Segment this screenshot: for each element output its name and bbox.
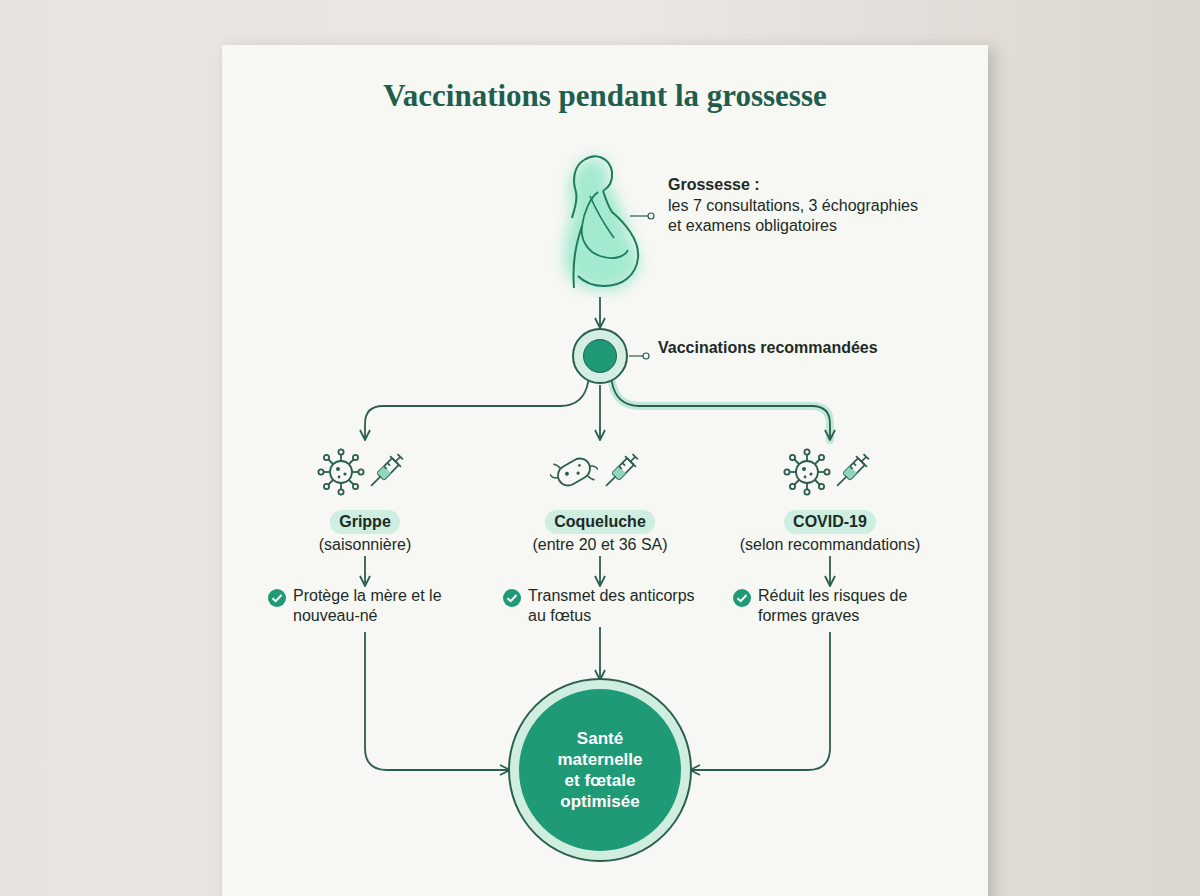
connector-arrow bbox=[599, 385, 601, 440]
vaccine-note: (saisonnière) bbox=[230, 535, 500, 555]
benefit-text: Réduit les risques de formes graves bbox=[758, 586, 928, 626]
check-icon bbox=[267, 588, 287, 608]
leader-dot bbox=[643, 353, 649, 359]
benefit-node: Protège la mère et le nouveau-né bbox=[260, 586, 470, 626]
vaccine-note: (selon recommandations) bbox=[695, 535, 965, 555]
node-heading: Grossesse : bbox=[668, 176, 760, 194]
hub-label: Vaccinations recommandées bbox=[658, 338, 878, 357]
benefit-text: Protège la mère et le nouveau-né bbox=[293, 586, 463, 626]
benefit-node: Transmet des anticorps au fœtus bbox=[495, 586, 705, 626]
connector-arrow bbox=[612, 381, 830, 440]
virus-icon bbox=[318, 449, 363, 494]
benefit-node: Réduit les risques de formes graves bbox=[725, 586, 935, 626]
connector-arrow bbox=[599, 627, 601, 680]
pregnant-woman bbox=[564, 156, 638, 290]
vaccine-pill: Grippe bbox=[330, 510, 400, 534]
leader-line bbox=[629, 355, 643, 356]
vac-node: Coqueluche(entre 20 et 36 SA) bbox=[465, 440, 735, 555]
goal-text: Santé maternelle et fœtale optimisée bbox=[550, 728, 650, 812]
syringe-icon bbox=[366, 451, 406, 491]
connector-arrow bbox=[364, 556, 366, 586]
leader-line bbox=[630, 215, 648, 216]
connector-arrow bbox=[365, 632, 510, 770]
connector-arrow bbox=[829, 556, 831, 586]
syringe-icon bbox=[601, 451, 641, 491]
connector-arrow bbox=[599, 556, 601, 586]
benefit-text-wrap: Transmet des anticorps au fœtus bbox=[528, 586, 698, 626]
benefit-text-wrap: Protège la mère et le nouveau-né bbox=[293, 586, 463, 626]
node-body: les 7 consultations, 3 échographies et e… bbox=[668, 196, 918, 236]
vac-node: COVID-19(selon recommandations) bbox=[695, 440, 965, 555]
woman-node: Grossesse : les 7 consultations, 3 échogr… bbox=[548, 150, 948, 296]
check-icon bbox=[502, 588, 522, 608]
vaccine-pill: COVID-19 bbox=[784, 510, 876, 534]
check-icon bbox=[732, 588, 752, 608]
connector-arrow bbox=[599, 297, 601, 328]
diagram-title: Vaccinations pendant la grossesse bbox=[222, 78, 988, 114]
leader-dot bbox=[648, 213, 654, 219]
bacterium-icon bbox=[546, 446, 601, 497]
benefit-text: Transmet des anticorps au fœtus bbox=[528, 586, 698, 626]
benefit-text-wrap: Réduit les risques de formes graves bbox=[758, 586, 928, 626]
syringe-icon bbox=[832, 451, 872, 491]
hub-core bbox=[583, 339, 617, 373]
hub-node: Vaccinations recommandées bbox=[572, 328, 628, 384]
vac-node: Grippe(saisonnière) bbox=[230, 440, 500, 555]
virus-icon bbox=[784, 449, 829, 494]
connector-arrow bbox=[690, 632, 830, 770]
vaccine-pill: Coqueluche bbox=[545, 510, 655, 534]
goal-node: Santé maternelle et fœtale optimisée bbox=[510, 680, 690, 860]
connector-arrow bbox=[365, 381, 588, 440]
vaccine-note: (entre 20 et 36 SA) bbox=[465, 535, 735, 555]
connector-highlight bbox=[612, 381, 830, 440]
